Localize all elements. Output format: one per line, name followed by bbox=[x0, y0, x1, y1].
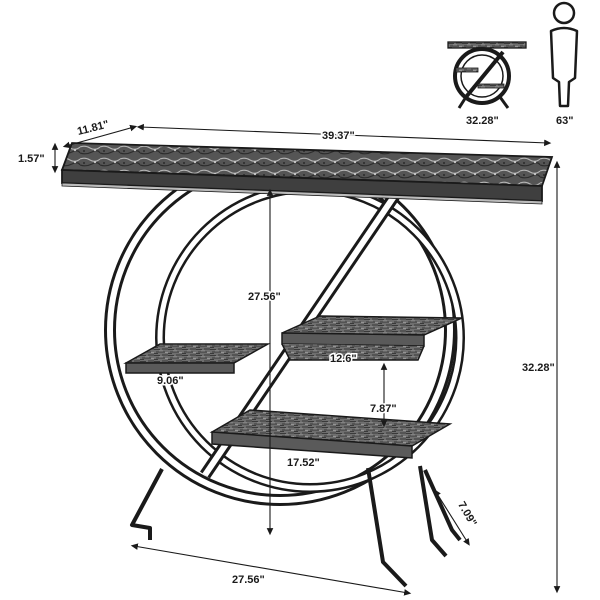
console-table-drawing bbox=[60, 142, 554, 588]
top-thickness-label: 1.57" bbox=[18, 153, 45, 165]
base-width-label: 27.56" bbox=[232, 574, 265, 586]
total-height-label: 32.28" bbox=[522, 362, 555, 374]
inner-height-label: 27.56" bbox=[248, 291, 281, 303]
shelf-spacing-label: 7.87" bbox=[370, 403, 397, 415]
person-height-label: 63" bbox=[556, 115, 573, 127]
shelf-left bbox=[123, 343, 271, 364]
top-width-label: 39.37" bbox=[322, 130, 355, 142]
person-silhouette-icon bbox=[549, 1, 579, 108]
shelf-lower-width-label: 17.52" bbox=[287, 457, 320, 469]
shelf-upper-depth-label: 12.6" bbox=[330, 353, 357, 365]
thumbnail-table-width-label: 32.28" bbox=[466, 115, 499, 127]
shelf-left-depth-label: 9.06" bbox=[157, 375, 184, 387]
dimension-lines bbox=[51, 123, 561, 596]
foot-depth-label: 7.09" bbox=[455, 500, 479, 529]
thumbnail-table-icon bbox=[447, 41, 527, 109]
